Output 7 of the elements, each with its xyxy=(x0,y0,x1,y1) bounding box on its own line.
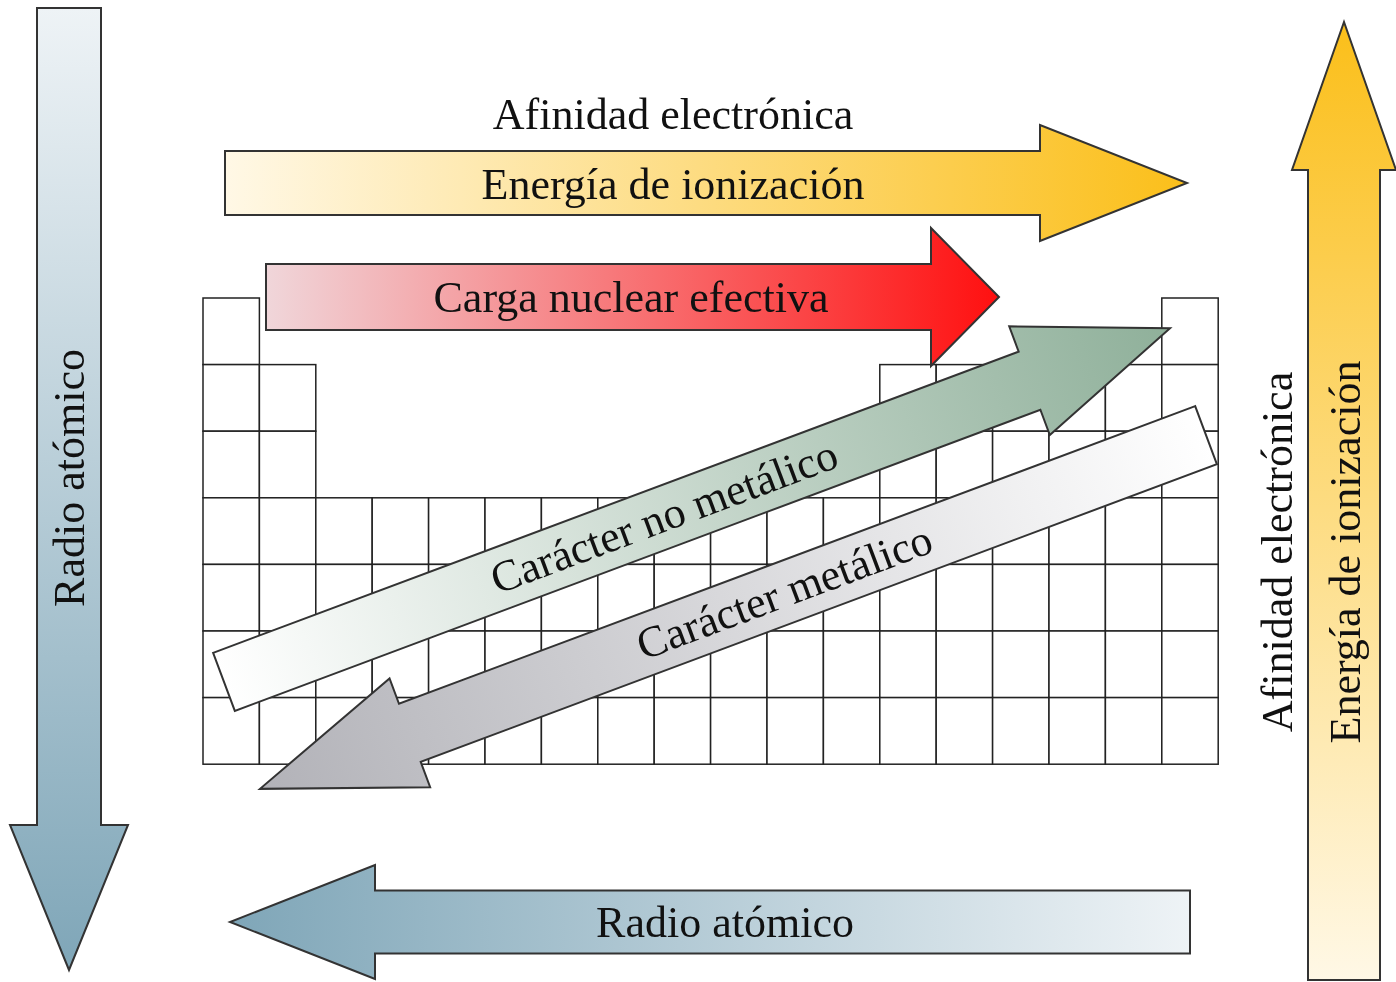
arrow-label: Radio atómico xyxy=(48,349,92,607)
arrow-label: Energía de ionización xyxy=(481,163,865,207)
trend-label: Afinidad electrónica xyxy=(1256,371,1300,733)
arrow-label: Radio atómico xyxy=(596,901,854,945)
trend-label: Afinidad electrónica xyxy=(492,93,854,137)
arrow-label: Carga nuclear efectiva xyxy=(433,276,829,320)
arrow-label: Energía de ionización xyxy=(1324,360,1368,744)
